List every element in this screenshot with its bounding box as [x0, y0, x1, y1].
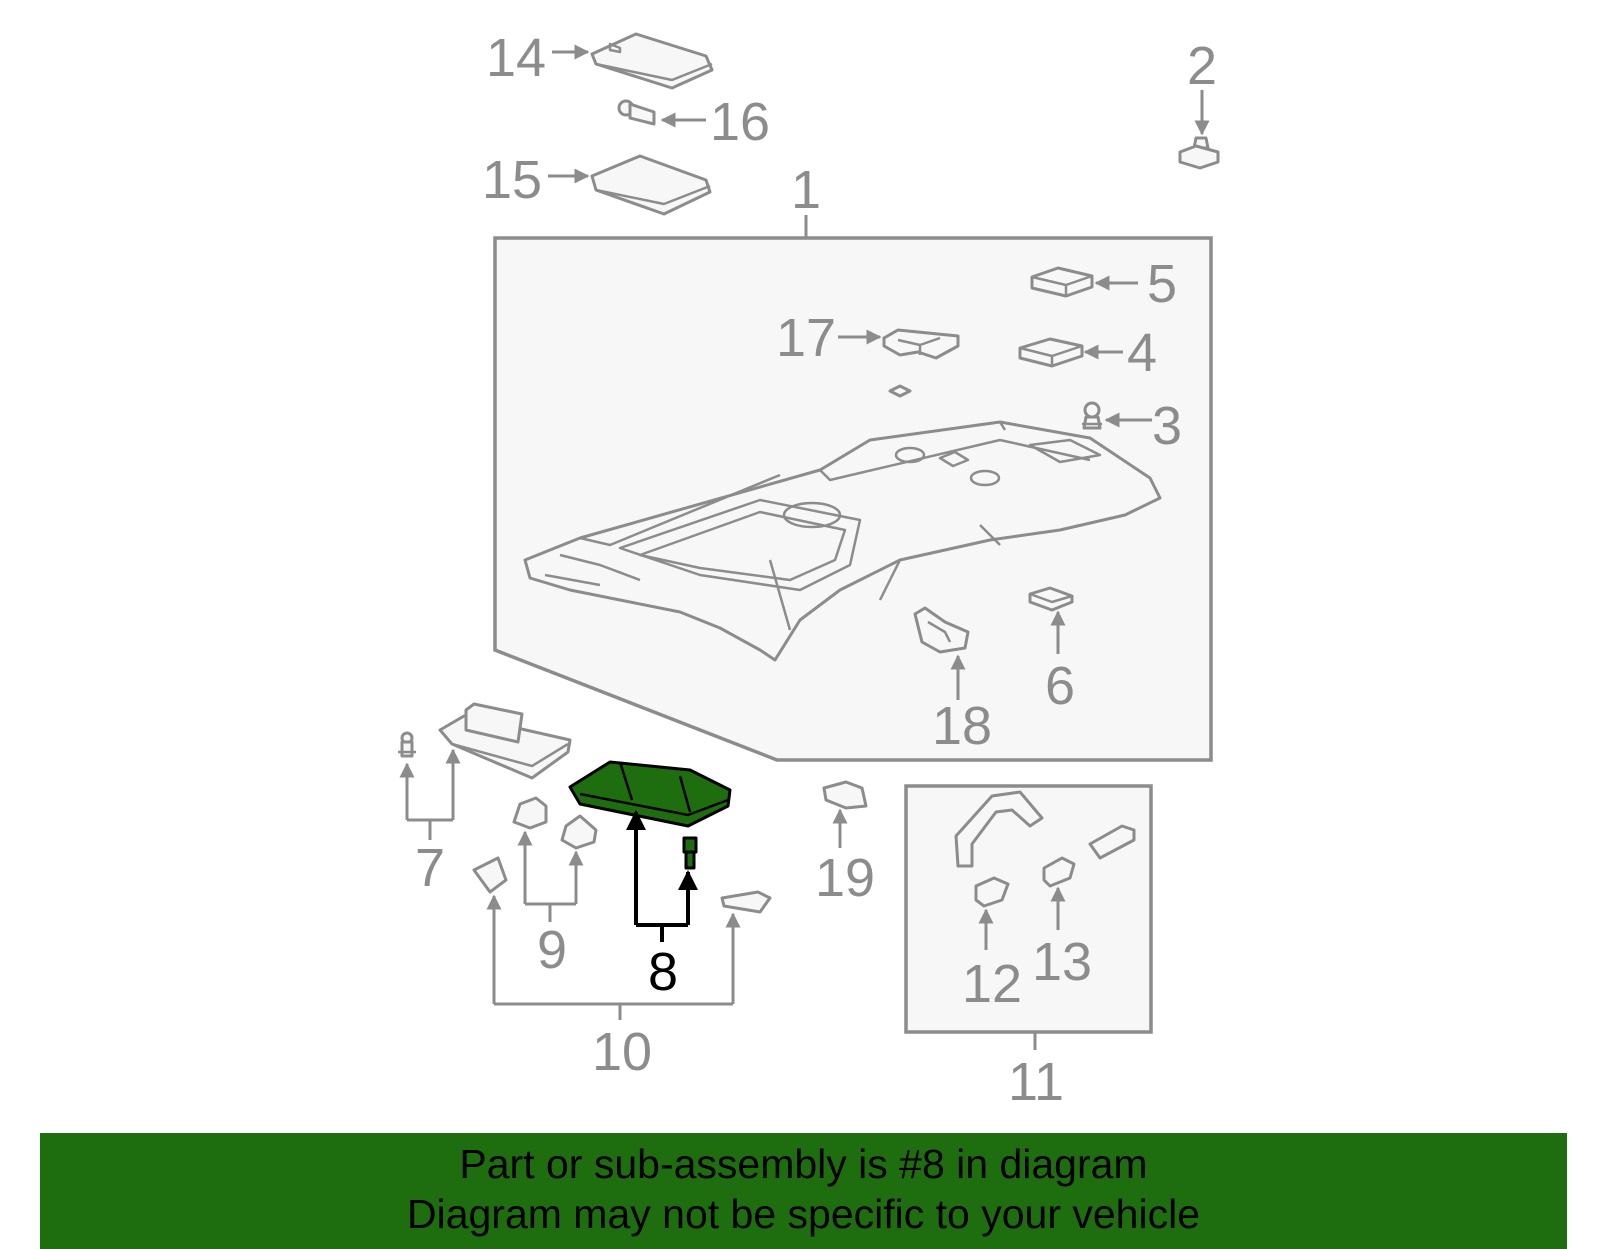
callout-14[interactable]: 14 [486, 28, 546, 88]
callout-16[interactable]: 16 [710, 92, 770, 152]
callout-7[interactable]: 7 [415, 838, 445, 898]
part-10[interactable] [472, 856, 772, 914]
leader-7-bracket [407, 818, 453, 840]
callout-19[interactable]: 19 [815, 848, 875, 908]
banner-line-disclaimer: Diagram may not be specific to your vehi… [406, 1191, 1200, 1237]
leader-10-bracket [494, 1002, 733, 1020]
callout-11[interactable]: 11 [1008, 1052, 1064, 1112]
leader-8-bracket [636, 923, 688, 942]
callout-8[interactable]: 8 [648, 942, 678, 1002]
callout-4[interactable]: 4 [1127, 323, 1157, 383]
part-9[interactable] [512, 796, 598, 850]
part-12[interactable] [974, 876, 1010, 908]
part-14[interactable] [590, 32, 714, 90]
callout-6[interactable]: 6 [1045, 656, 1075, 716]
part-17[interactable] [882, 328, 960, 398]
part-4[interactable] [1018, 337, 1084, 368]
part-11-box [904, 784, 1153, 1034]
part-11-clip[interactable] [1088, 824, 1136, 860]
callout-17[interactable]: 17 [776, 308, 836, 368]
part-3[interactable] [1082, 401, 1102, 430]
part-15[interactable] [590, 154, 712, 216]
part-6[interactable] [1028, 586, 1074, 612]
banner-line-part: Part or sub-assembly is #8 in diagram [459, 1141, 1148, 1187]
callout-12[interactable]: 12 [962, 954, 1022, 1014]
callout-18[interactable]: 18 [932, 696, 992, 756]
info-banner: Part or sub-assembly is #8 in diagram Di… [40, 1133, 1567, 1249]
part-7[interactable] [398, 702, 572, 780]
callout-2[interactable]: 2 [1187, 36, 1217, 96]
callout-3[interactable]: 3 [1152, 396, 1182, 456]
part-19[interactable] [822, 780, 868, 810]
part-8[interactable] [568, 760, 732, 870]
leader-9-bracket [525, 902, 576, 922]
part-2[interactable] [1178, 136, 1220, 170]
callout-1[interactable]: 1 [791, 160, 821, 220]
callout-15[interactable]: 15 [482, 150, 542, 210]
part-18[interactable] [913, 606, 970, 654]
headliner-panel[interactable] [523, 420, 1162, 662]
callout-9[interactable]: 9 [537, 920, 567, 980]
part-11-group: 12 13 [904, 784, 1153, 1034]
callout-10[interactable]: 10 [592, 1022, 652, 1082]
headliner-assembly-group: 1 5 4 [493, 160, 1213, 762]
callout-13[interactable]: 13 [1032, 932, 1092, 992]
part-11[interactable] [954, 790, 1044, 868]
part-16[interactable] [617, 99, 656, 126]
part-5[interactable] [1030, 266, 1094, 298]
callout-5[interactable]: 5 [1147, 254, 1177, 314]
part-13[interactable] [1042, 856, 1076, 888]
